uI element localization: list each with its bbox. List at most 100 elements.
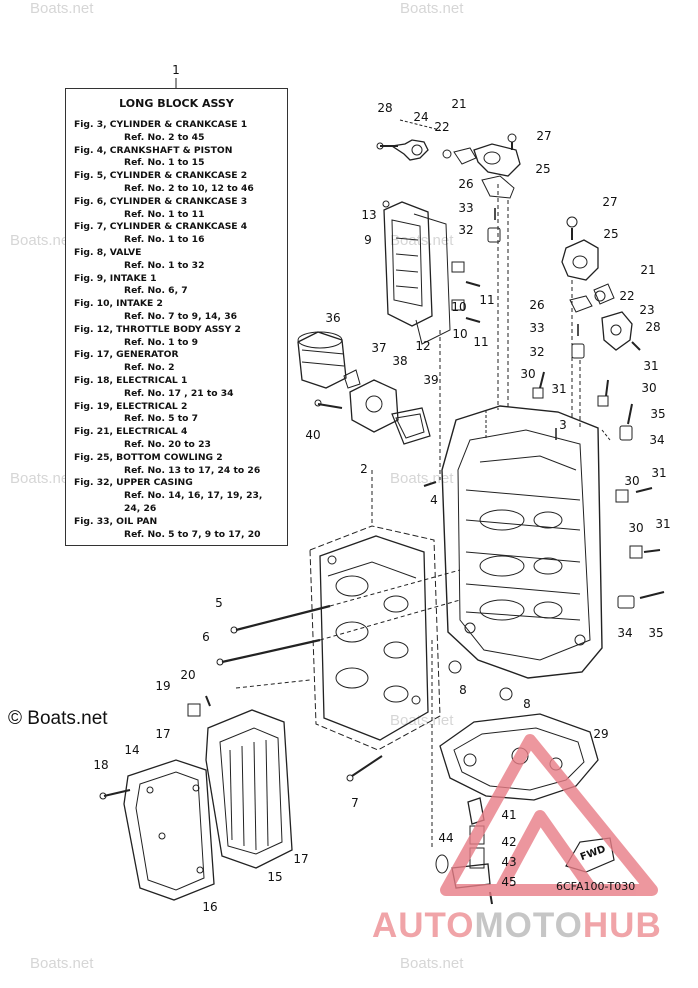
side-cover-plates bbox=[99, 679, 311, 901]
legend-fig-line: Fig. 25, BOTTOM COWLING 2 bbox=[74, 451, 223, 463]
legend-fig-line: Fig. 9, INTAKE 1 bbox=[74, 272, 157, 284]
callout-label: 35 bbox=[648, 626, 664, 640]
callout-label: 11 bbox=[479, 293, 495, 307]
long-block-legend: LONG BLOCK ASSY Fig. 3, CYLINDER & CRANK… bbox=[65, 88, 288, 546]
callout-label: 30 bbox=[641, 381, 657, 395]
callout-label: 31 bbox=[655, 517, 671, 531]
watermark: Boats.net bbox=[10, 232, 74, 249]
callout-label: 8 bbox=[523, 697, 531, 711]
o-ring-seals bbox=[448, 660, 513, 701]
callout-label: 20 bbox=[180, 668, 196, 682]
callout-label: 25 bbox=[535, 162, 551, 176]
callout-label: 18 bbox=[93, 758, 109, 772]
callout-label: 10 bbox=[451, 300, 467, 314]
upper-fitting-group-a bbox=[376, 119, 521, 243]
legend-fig-line: Fig. 19, ELECTRICAL 2 bbox=[74, 400, 188, 412]
legend-fig-line: Fig. 3, CYLINDER & CRANKCASE 1 bbox=[74, 119, 248, 130]
callout-label: 19 bbox=[155, 679, 171, 693]
callout-label: 4 bbox=[430, 493, 438, 507]
callout-label: 21 bbox=[451, 97, 467, 111]
callout-label: 27 bbox=[602, 195, 618, 209]
callout-label: 1 bbox=[172, 63, 180, 77]
callout-label: 31 bbox=[551, 382, 567, 396]
watermark: Boats.net bbox=[400, 0, 464, 17]
watermark: Boats.net bbox=[30, 0, 94, 17]
callout-label: 15 bbox=[267, 870, 283, 884]
legend-fig-line: Fig. 33, OIL PAN bbox=[74, 515, 158, 527]
legend-fig-line: Fig. 5, CYLINDER & CRANKCASE 2 bbox=[74, 170, 248, 182]
callout-label: 17 bbox=[155, 727, 171, 741]
watermark: Boats.net bbox=[30, 955, 94, 972]
legend-fig-line: Fig. 12, THROTTLE BODY ASSY 2 bbox=[74, 323, 241, 335]
legend-fig-line: Fig. 4, CRANKSHAFT & PISTON bbox=[74, 144, 233, 156]
legend-ref-line: Ref. No. 1 to 11 bbox=[124, 208, 205, 220]
callout-label: 33 bbox=[458, 201, 474, 215]
legend-fig-line: Fig. 17, GENERATOR bbox=[74, 349, 179, 361]
callout-label: 42 bbox=[501, 835, 517, 849]
brand-wordmark: AUTOMOTOHUB bbox=[372, 906, 662, 946]
legend-ref-line: Ref. No. 1 to 15 bbox=[124, 157, 205, 169]
callout-label: 22 bbox=[619, 289, 635, 303]
legend-ref-line: Ref. No. 2 to 45 bbox=[124, 131, 205, 143]
brand-part-3: HUB bbox=[582, 906, 662, 945]
callout-label: 41 bbox=[501, 808, 517, 822]
callout-label: 32 bbox=[529, 345, 545, 359]
callout-label: 14 bbox=[124, 743, 140, 757]
legend-ref-line: Ref. No. 7 to 9, 14, 36 bbox=[124, 310, 238, 322]
legend-fig-line: Fig. 7, CYLINDER & CRANKCASE 4 bbox=[74, 221, 248, 233]
callout-label: 32 bbox=[458, 223, 474, 237]
legend-ref-line: Ref. No. 5 to 7 bbox=[124, 413, 199, 425]
callout-label: 24 bbox=[413, 110, 429, 124]
callout-label: 12 bbox=[415, 339, 431, 353]
callout-label: 7 bbox=[351, 796, 359, 810]
callout-label: 34 bbox=[617, 626, 633, 640]
callout-label: 29 bbox=[593, 727, 609, 741]
callout-label: 28 bbox=[377, 101, 393, 115]
legend-fig-line: Fig. 32, UPPER CASING bbox=[74, 477, 193, 489]
legend-fig-line: Fig. 21, ELECTRICAL 4 bbox=[74, 426, 188, 438]
legend-fig-line: Fig. 10, INTAKE 2 bbox=[74, 298, 163, 310]
callout-label: 36 bbox=[325, 311, 341, 325]
callout-label: 38 bbox=[392, 354, 408, 368]
legend-ref-line: Ref. No. 14, 16, 17, 19, 23, bbox=[124, 490, 263, 502]
callout-label: 21 bbox=[640, 263, 656, 277]
callout-label: 13 bbox=[361, 208, 377, 222]
legend-ref-line: Ref. No. 1 to 16 bbox=[124, 234, 205, 246]
watermark: Boats.net bbox=[400, 955, 464, 972]
brand-part-2: MOTO bbox=[474, 906, 583, 945]
legend-fig-line: Fig. 8, VALVE bbox=[74, 246, 142, 258]
legend-fig-line: Fig. 18, ELECTRICAL 1 bbox=[74, 374, 188, 386]
legend-ref-line: 24, 26 bbox=[124, 502, 157, 514]
callout-label: 34 bbox=[649, 433, 665, 447]
upper-fitting-group-b bbox=[561, 216, 641, 359]
callout-label: 31 bbox=[643, 359, 659, 373]
legend-ref-line: Ref. No. 6, 7 bbox=[124, 285, 188, 297]
legend-fig-line: Fig. 6, CYLINDER & CRANKCASE 3 bbox=[74, 195, 248, 207]
callout-label: 16 bbox=[202, 900, 218, 914]
legend-title: LONG BLOCK ASSY bbox=[119, 97, 234, 110]
callout-label: 3 bbox=[559, 418, 567, 432]
callout-label: 25 bbox=[603, 227, 619, 241]
legend-ref-line: Ref. No. 17 , 21 to 34 bbox=[124, 387, 234, 399]
cylinder-block bbox=[216, 470, 461, 782]
callout-label: 43 bbox=[501, 855, 517, 869]
legend-ref-line: Ref. No. 2 bbox=[124, 362, 175, 374]
callout-label: 30 bbox=[520, 367, 536, 381]
copyright-notice: © Boats.net bbox=[8, 708, 108, 729]
brand-part-1: AUTO bbox=[372, 906, 475, 945]
side-fasteners bbox=[423, 371, 665, 609]
watermark: Boats.net bbox=[390, 232, 454, 249]
callout-label: 37 bbox=[371, 341, 387, 355]
callout-label: 26 bbox=[529, 298, 545, 312]
callout-label: 28 bbox=[645, 320, 661, 334]
exhaust-cover-plate bbox=[382, 200, 481, 480]
oil-filter-group bbox=[297, 331, 431, 445]
legend-ref-line: Ref. No. 5 to 7, 9 to 17, 20 bbox=[124, 528, 261, 540]
legend-ref-line: Ref. No. 1 to 9 bbox=[124, 336, 199, 348]
callout-label: 30 bbox=[624, 474, 640, 488]
callout-label: 2 bbox=[360, 462, 368, 476]
callout-label: 17 bbox=[293, 852, 309, 866]
